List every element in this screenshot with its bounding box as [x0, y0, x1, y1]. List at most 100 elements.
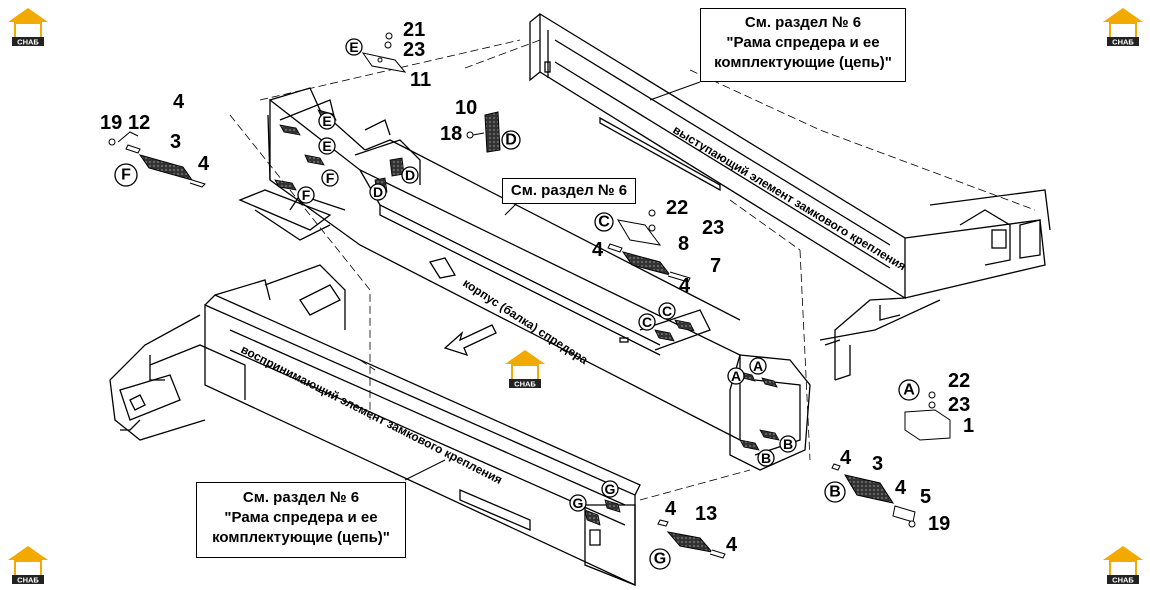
svg-text:СНАБ: СНАБ	[1112, 576, 1134, 585]
part-number-10: 10	[455, 97, 477, 119]
callout-a-2: A	[727, 367, 745, 385]
callout-d-2: D	[369, 183, 387, 201]
svg-text:E: E	[349, 39, 358, 55]
part-number-4: 4	[173, 91, 185, 113]
part-number-4: 4	[665, 498, 677, 520]
logo-center: НЗ СНАБ	[505, 350, 545, 389]
part-number-4: 4	[198, 153, 210, 175]
svg-text:E: E	[322, 138, 331, 154]
label-protruding-element: выступающий элемент замкового крепления	[670, 123, 908, 274]
svg-text:НЗ: НЗ	[21, 25, 36, 37]
part-number-3: 3	[170, 131, 181, 153]
logo-bottom-left: НЗ СНАБ	[8, 546, 48, 585]
svg-text:C: C	[662, 303, 672, 319]
reference-box-line: комплектующие (цепь)"	[212, 529, 390, 546]
part-number-4: 4	[895, 477, 907, 499]
callout-a-1: A	[749, 357, 767, 375]
callout-a-main: A	[898, 379, 920, 401]
reference-box-line: "Рама спредера и ее	[726, 34, 880, 51]
svg-text:СНАБ: СНАБ	[17, 576, 39, 585]
svg-text:A: A	[731, 368, 741, 384]
part-number-12: 12	[128, 112, 150, 134]
callout-g-2: G	[569, 494, 587, 512]
callout-g-1: G	[601, 480, 619, 498]
pad-part-7	[607, 243, 691, 283]
receiving-lock-frame	[109, 264, 641, 587]
svg-text:B: B	[761, 450, 771, 466]
protruding-lock-frame	[529, 12, 1051, 381]
svg-text:НЗ: НЗ	[1116, 563, 1131, 575]
assembly-dashed-lines	[229, 39, 1036, 501]
svg-text:A: A	[753, 358, 763, 374]
reference-box-line: См. раздел № 6	[242, 489, 360, 506]
part-number-19: 19	[100, 112, 122, 134]
svg-text:D: D	[405, 167, 415, 183]
part-number-4: 4	[679, 275, 691, 297]
svg-text:НЗ: НЗ	[1116, 25, 1131, 37]
svg-text:F: F	[121, 167, 131, 184]
bracket-part-1-A	[904, 391, 951, 441]
svg-text:D: D	[505, 132, 517, 149]
callout-f-main: F	[114, 163, 138, 187]
logo-top-right: НЗ СНАБ	[1103, 8, 1143, 47]
svg-text:A: A	[903, 382, 915, 399]
part-number-3: 3	[872, 453, 883, 475]
pad-part-13-G	[657, 519, 726, 559]
svg-text:G: G	[654, 551, 666, 568]
part-number-18: 18	[440, 123, 462, 145]
callout-g-main: G	[649, 548, 671, 570]
reference-box-line: "Рама спредера и ее	[224, 509, 378, 526]
part-number-13: 13	[695, 503, 717, 525]
part-number-19: 19	[928, 513, 950, 535]
callout-e-3: E	[318, 137, 336, 155]
part-number-21: 21	[403, 19, 425, 41]
part-number-11: 11	[410, 69, 431, 91]
callout-c-2: C	[638, 313, 656, 331]
svg-text:НЗ: НЗ	[21, 563, 36, 575]
svg-text:E: E	[322, 113, 331, 129]
part-number-23: 23	[948, 394, 970, 416]
svg-text:НЗ: НЗ	[518, 367, 533, 379]
part-number-5: 5	[920, 486, 931, 508]
pad-part-3-F	[108, 131, 206, 188]
callout-d-main: D	[501, 130, 521, 150]
logo-bottom-right: НЗ СНАБ	[1103, 546, 1143, 585]
bracket-part-8-C	[617, 209, 662, 246]
svg-text:СНАБ: СНАБ	[514, 380, 536, 389]
part-number-23: 23	[403, 39, 425, 61]
svg-text:G: G	[573, 495, 584, 511]
reference-box-frame-bottom: См. раздел № 6 "Рама спредера и ее компл…	[196, 482, 406, 558]
svg-text:СНАБ: СНАБ	[1112, 38, 1134, 47]
svg-text:G: G	[605, 481, 616, 497]
part-number-labels: 21 23 11 10 18 19 12 4 3 4 22 23 8 4 7 4…	[100, 19, 974, 556]
direction-arrow	[443, 324, 497, 357]
pad-part-3-B	[831, 463, 916, 528]
callout-b-1: B	[779, 435, 797, 453]
callout-e-2: E	[318, 112, 336, 130]
part-number-1: 1	[963, 415, 974, 437]
part-number-4: 4	[726, 534, 738, 556]
svg-text:F: F	[326, 170, 335, 186]
part-number-23: 23	[702, 217, 724, 239]
reference-box-line: См. раздел № 6	[510, 182, 628, 199]
callout-e-1: E	[345, 38, 363, 56]
svg-text:D: D	[373, 184, 383, 200]
svg-text:СНАБ: СНАБ	[17, 38, 39, 47]
callout-circles: E E E F F F D D D C C C A A A B B B G G …	[114, 38, 920, 570]
svg-text:F: F	[302, 187, 311, 203]
callout-f-2: F	[297, 186, 315, 204]
svg-text:B: B	[783, 436, 793, 452]
part-number-4: 4	[592, 239, 604, 261]
callout-f-1: F	[321, 169, 339, 187]
svg-text:B: B	[829, 484, 841, 501]
part-number-22: 22	[666, 197, 688, 219]
part-number-22: 22	[948, 370, 970, 392]
reference-box-frame-top: См. раздел № 6 "Рама спредера и ее компл…	[700, 8, 906, 82]
part-number-4: 4	[840, 447, 852, 469]
callout-b-main: B	[824, 481, 846, 503]
part-number-8: 8	[678, 233, 689, 255]
svg-text:C: C	[598, 214, 610, 231]
bracket-part-11	[361, 32, 407, 73]
callout-b-2: B	[757, 449, 775, 467]
